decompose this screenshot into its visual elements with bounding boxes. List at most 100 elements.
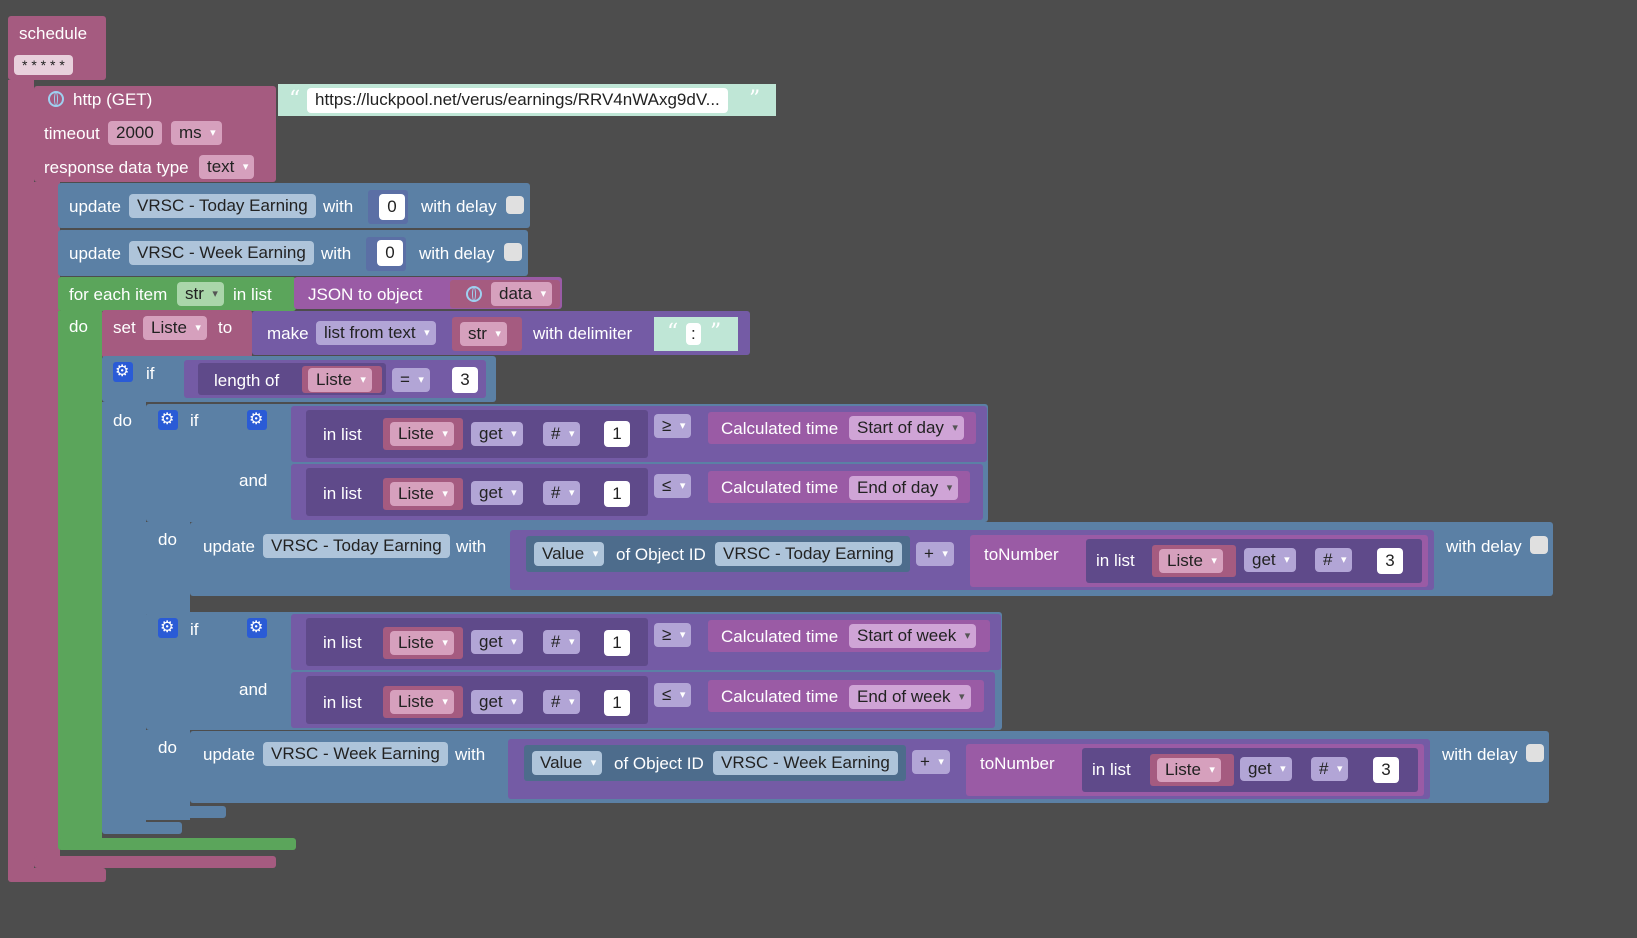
response-type-dropdown[interactable]: text <box>199 155 255 179</box>
operator-dropdown[interactable]: ≤ <box>654 683 692 707</box>
get-dropdown[interactable]: get <box>471 630 523 654</box>
close-quote-icon: ” <box>749 87 761 112</box>
get-dropdown[interactable]: get <box>1244 548 1296 572</box>
liste-dropdown[interactable]: Liste <box>1157 758 1221 782</box>
and-label: and <box>239 471 268 490</box>
operator-dropdown[interactable]: = <box>392 368 430 392</box>
delay-checkbox[interactable] <box>504 243 522 261</box>
to-label: to <box>218 318 233 337</box>
cron-field[interactable]: * * * * * <box>14 55 73 75</box>
gear-icon[interactable] <box>247 617 267 638</box>
index-field[interactable]: 1 <box>604 421 630 447</box>
liste-dropdown[interactable]: Liste <box>1159 549 1223 573</box>
index-field[interactable]: 1 <box>604 481 630 507</box>
index-mode-dropdown[interactable]: # <box>1315 548 1353 572</box>
do-label: do <box>158 738 177 757</box>
response-type-label: response data type <box>44 158 189 177</box>
get-dropdown[interactable]: get <box>471 481 523 505</box>
delay-checkbox[interactable] <box>506 196 524 214</box>
with-label: with <box>323 197 354 216</box>
in-list-label: in list <box>323 484 362 503</box>
delay-checkbox[interactable] <box>1526 744 1544 762</box>
if-week-foot <box>146 806 226 818</box>
index-field[interactable]: 3 <box>1377 548 1403 574</box>
close-quote-icon: ” <box>710 320 722 345</box>
time-dropdown[interactable]: Start of day <box>849 416 964 440</box>
liste-dropdown[interactable]: Liste <box>390 482 454 506</box>
schedule-title: schedule <box>19 24 88 43</box>
timeout-unit-dropdown[interactable]: ms <box>171 121 222 145</box>
if-week-body <box>146 730 190 820</box>
plus-dropdown[interactable]: + <box>916 542 954 566</box>
update-object-field[interactable]: VRSC - Today Earning <box>263 534 450 558</box>
with-delay-label: with delay <box>419 244 495 263</box>
http-title: http (GET) <box>73 90 153 109</box>
delimiter-field[interactable]: : <box>686 323 701 345</box>
data-dropdown[interactable]: data <box>491 282 553 306</box>
update-label: update <box>203 537 255 556</box>
liste-dropdown[interactable]: Liste <box>390 690 454 714</box>
set-var-dropdown[interactable]: Liste <box>143 316 207 340</box>
plus-dropdown[interactable]: + <box>912 750 950 774</box>
make-mode-dropdown[interactable]: list from text <box>316 321 436 345</box>
in-list-label: in list <box>1092 760 1131 779</box>
delimiter-label: with delimiter <box>533 324 633 343</box>
if-label: if <box>190 411 199 430</box>
open-quote-icon: “ <box>667 320 679 345</box>
get-dropdown[interactable]: get <box>1240 757 1292 781</box>
calc-time-label: Calculated time <box>721 478 839 497</box>
item-var-dropdown[interactable]: str <box>177 282 224 306</box>
index-field[interactable]: 1 <box>604 630 630 656</box>
gear-icon[interactable] <box>158 409 178 430</box>
in-list-label: in list <box>323 425 362 444</box>
index-field[interactable]: 3 <box>1373 757 1399 783</box>
with-delay-label: with delay <box>1442 745 1518 764</box>
index-field[interactable]: 1 <box>604 690 630 716</box>
gear-icon[interactable] <box>247 409 267 430</box>
with-delay-label: with delay <box>1446 537 1522 556</box>
value-field[interactable]: 0 <box>379 194 405 220</box>
update-label: update <box>203 745 255 764</box>
globe-icon <box>48 91 64 107</box>
and-label: and <box>239 680 268 699</box>
url-field[interactable]: https://luckpool.net/verus/earnings/RRV4… <box>307 88 728 113</box>
index-mode-dropdown[interactable]: # <box>543 481 581 505</box>
index-mode-dropdown[interactable]: # <box>543 422 581 446</box>
value-field[interactable]: 0 <box>377 240 403 266</box>
liste-dropdown[interactable]: Liste <box>390 422 454 446</box>
get-dropdown[interactable]: get <box>471 422 523 446</box>
str-dropdown[interactable]: str <box>460 322 507 346</box>
index-mode-dropdown[interactable]: # <box>1311 757 1349 781</box>
if-label: if <box>146 364 155 383</box>
time-dropdown[interactable]: Start of week <box>849 624 977 648</box>
value-dropdown[interactable]: Value <box>532 751 603 775</box>
time-dropdown[interactable]: End of day <box>849 476 959 500</box>
length-of-label: length of <box>214 371 280 390</box>
object-id-field[interactable]: VRSC - Today Earning <box>715 542 902 566</box>
number-field[interactable]: 3 <box>452 367 478 393</box>
delay-checkbox[interactable] <box>1530 536 1548 554</box>
update-object-field[interactable]: VRSC - Week Earning <box>129 241 314 265</box>
object-id-field[interactable]: VRSC - Week Earning <box>713 751 898 775</box>
operator-dropdown[interactable]: ≤ <box>654 474 692 498</box>
json-to-object-label: JSON to object <box>308 285 423 304</box>
time-dropdown[interactable]: End of week <box>849 685 971 709</box>
operator-dropdown[interactable]: ≥ <box>654 414 692 438</box>
index-mode-dropdown[interactable]: # <box>543 630 581 654</box>
liste-dropdown[interactable]: Liste <box>390 631 454 655</box>
with-delay-label: with delay <box>421 197 497 216</box>
gear-icon[interactable] <box>113 361 133 382</box>
timeout-field[interactable]: 2000 <box>108 121 162 145</box>
http-body <box>34 182 60 862</box>
get-dropdown[interactable]: get <box>471 690 523 714</box>
update-object-field[interactable]: VRSC - Today Earning <box>129 194 316 218</box>
index-mode-dropdown[interactable]: # <box>543 690 581 714</box>
update-object-field[interactable]: VRSC - Week Earning <box>263 742 448 766</box>
liste-dropdown[interactable]: Liste <box>308 368 372 392</box>
value-dropdown[interactable]: Value <box>534 542 605 566</box>
gear-icon[interactable] <box>158 617 178 638</box>
in-list-label: in list <box>323 633 362 652</box>
for-each-body <box>58 311 102 841</box>
operator-dropdown[interactable]: ≥ <box>654 623 692 647</box>
calc-time-label: Calculated time <box>721 627 839 646</box>
